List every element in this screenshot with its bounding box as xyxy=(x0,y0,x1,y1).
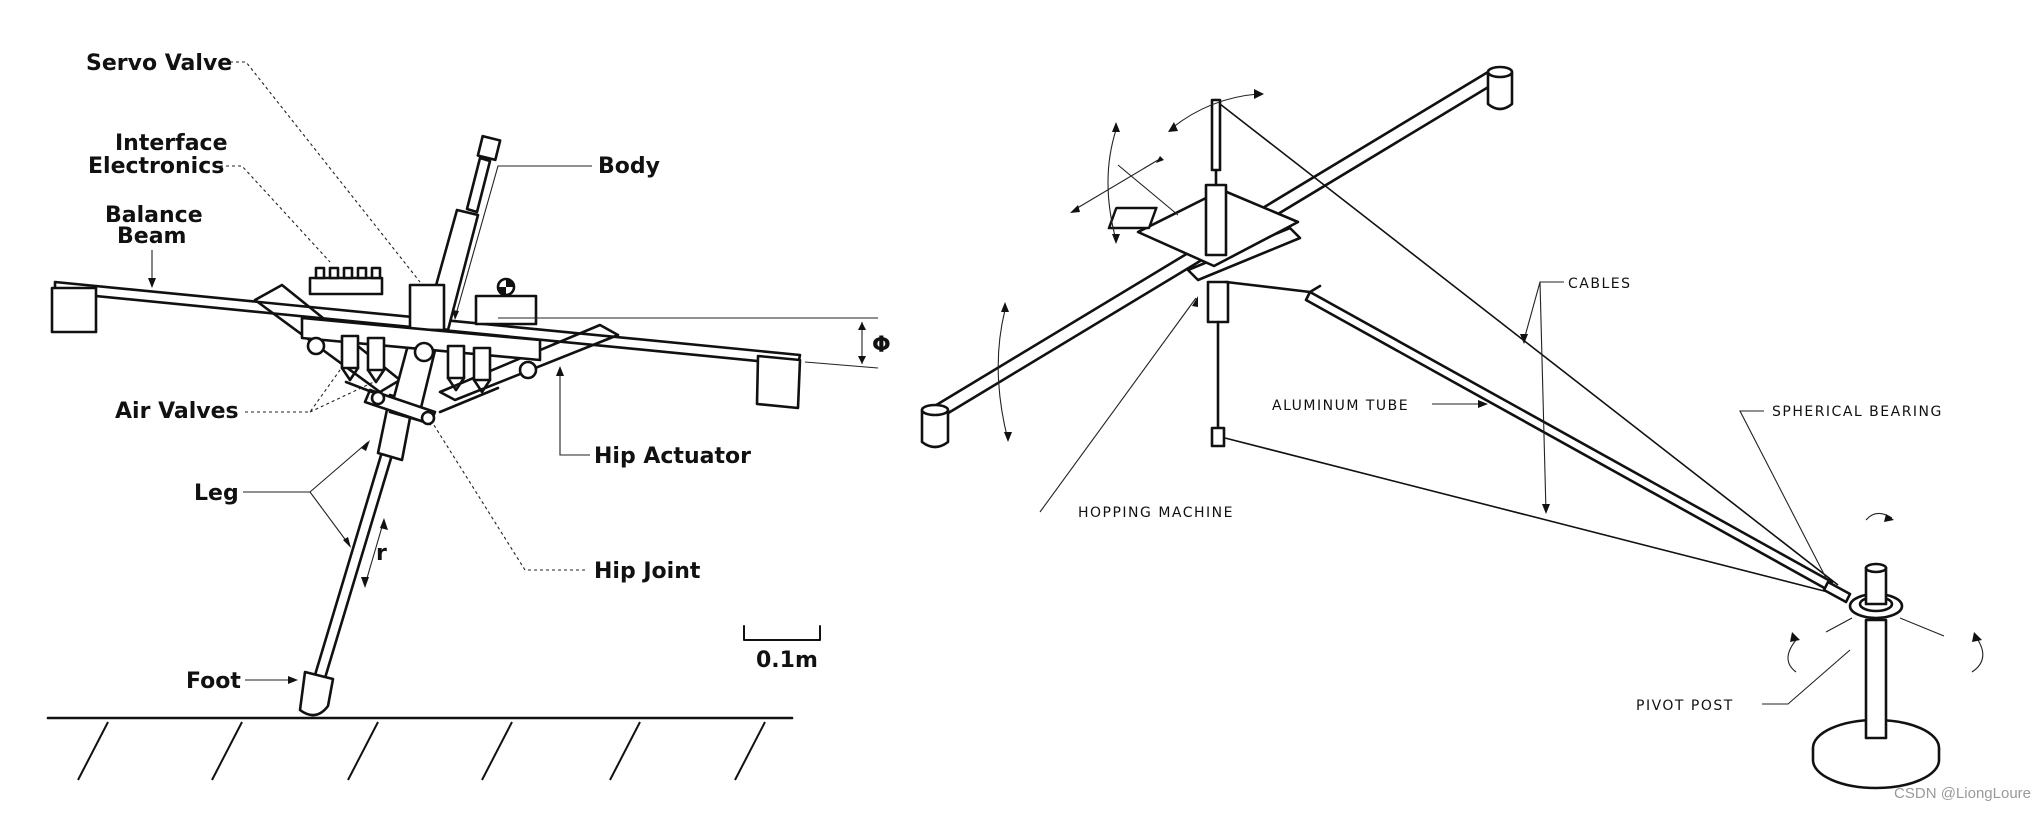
servo-valve-label: Servo Valve xyxy=(86,51,232,76)
ground xyxy=(46,716,794,781)
r-dimension: r xyxy=(361,518,388,588)
phi-dimension: Φ xyxy=(498,317,891,369)
interface-electronics-box xyxy=(308,266,538,326)
orientation-arrows xyxy=(997,89,1264,442)
r-label: r xyxy=(376,541,387,566)
aluminum-tube-label: ALUMINUM TUBE xyxy=(1272,398,1409,414)
foot-shape xyxy=(298,670,335,717)
foot-label: Foot xyxy=(186,669,241,694)
body-label: Body xyxy=(598,154,660,179)
scale-label: 0.1m xyxy=(756,648,818,673)
leg-label: Leg xyxy=(194,481,239,506)
cables-label: CABLES xyxy=(1568,276,1632,292)
hopping-machine-label: HOPPING MACHINE xyxy=(1078,505,1234,521)
balance-beam-label-line1: Balance xyxy=(105,203,203,228)
right-leaders xyxy=(1039,281,1851,705)
pivot-post-label: PIVOT POST xyxy=(1636,698,1734,714)
scale-bar: 0.1m xyxy=(743,625,821,673)
interface-electronics-label-line2: Electronics xyxy=(88,154,224,179)
balance-beam-label-line2: Beam xyxy=(117,224,186,249)
watermark: CSDN @LiongLoure xyxy=(1894,785,2031,802)
air-valves-label: Air Valves xyxy=(115,399,239,424)
hip-actuator-label: Hip Actuator xyxy=(594,444,751,469)
leg xyxy=(298,393,415,717)
left-figure: Φ r 0.1m xyxy=(46,51,891,781)
spherical-bearing-label: SPHERICAL BEARING xyxy=(1772,404,1943,420)
pivot-post xyxy=(1787,512,1984,790)
interface-electronics-label-line1: Interface xyxy=(115,131,228,156)
phi-label: Φ xyxy=(872,333,891,358)
hopping-machine xyxy=(1204,98,1230,448)
central-platform xyxy=(1107,188,1300,268)
left-leaders xyxy=(148,61,592,684)
hip-joint-label: Hip Joint xyxy=(594,559,701,584)
front-pad xyxy=(920,408,950,449)
hip-joint-linkage xyxy=(344,380,500,426)
rear-pad xyxy=(1486,70,1514,111)
right-figure: CABLES ALUMINUM TUBE SPHERICAL BEARING H… xyxy=(920,65,1984,790)
air-valves xyxy=(300,316,542,394)
